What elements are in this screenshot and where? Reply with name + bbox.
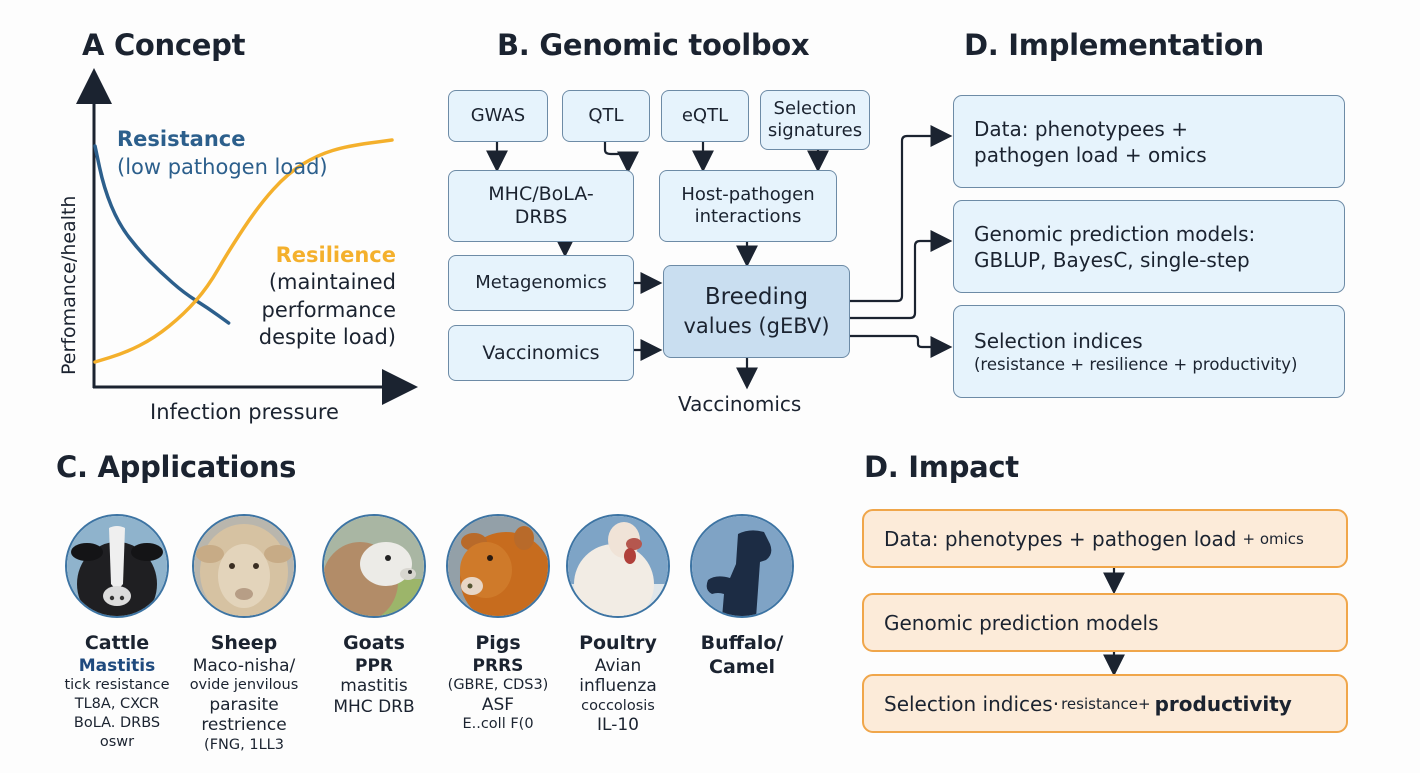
animal-disease: Maco-nisha/ [192,655,296,676]
animal-detail: parasite [209,694,279,715]
impact-indices-box: Selection indices· resistance+ productiv… [862,674,1348,733]
impact-indices-bold: productivity [1154,691,1292,716]
host-pathogen-line2: interactions [694,206,802,227]
panel-d-impact-title: D. Impact [864,450,1019,484]
impact-data-text: Data: phenotypes + pathogen load [884,526,1237,551]
cattle-icon [65,514,169,618]
animal-detail: restrience [201,715,287,736]
arrow-breeding-models [850,230,953,320]
resistance-sublabel: (low pathogen load) [117,155,328,180]
arrow-breeding-indices [850,334,953,358]
eqtl-box: eQTL [661,90,749,142]
animal-name: Pigs [475,632,521,654]
vaccinomics-box: Vaccinomics [448,325,634,381]
resilience-annotation: Resilience (maintained performance despi… [236,242,396,351]
selection-signatures-line2: signatures [767,120,863,141]
animal-detail: (GBRE, CDS3) [447,677,549,694]
mhc-bola-box: MHC/BoLA- DRBS [448,170,634,242]
x-axis-label: Infection pressure [150,400,339,424]
animal-disease: Camel [709,655,775,678]
resistance-label: Resistance [117,127,246,151]
selection-signatures-line1: Selection [773,98,857,120]
animal-buffalo-camel: Buffalo/Camel [682,514,802,680]
buffalo-camel-icon [690,514,794,618]
impact-models-box: Genomic prediction models [862,593,1348,652]
breeding-values-box: Breeding values (gEBV) [663,265,850,358]
animal-detail: influenza [579,676,657,697]
animal-detail: E..coll F(0 [462,716,534,733]
panel-b-title: B. Genomic toolbox [497,28,810,62]
animal-name: Goats [343,632,405,654]
breeding-values-line1: Breeding [704,283,809,310]
animal-disease: Avian [594,655,642,676]
animal-name: Poultry [579,632,657,654]
animal-disease: Mastitis [78,655,156,676]
breeding-values-line2: values (gEBV) [683,313,830,338]
implementation-data-line1: Data: phenotypees + [974,116,1188,141]
animal-detail: coccolosis [581,697,655,714]
implementation-models-box: Genomic prediction models: GBLUP, BayesC… [953,200,1345,293]
impact-data-box: Data: phenotypes + pathogen load + omics [862,509,1348,568]
implementation-indices-box: Selection indices (resistance + resilien… [953,305,1345,398]
metagenomics-box: Metagenomics [448,255,634,311]
animal-detail: (FNG, 1LL3 [204,736,284,753]
animal-name: Cattle [84,632,150,654]
resistance-annotation: Resistance (low pathogen load) [117,125,328,182]
gwas-box: GWAS [448,90,548,142]
impact-data-tail: + omics [1242,529,1304,548]
animal-detail: ovide jenvilous [189,677,299,694]
panel-a-title: A Concept [82,28,246,62]
implementation-models-line2: GBLUP, BayesC, single-step [974,247,1250,272]
impact-models-text: Genomic prediction models [884,610,1159,635]
panel-d-implementation-title: D. Implementation [964,28,1264,62]
impact-indices-text: Selection indices· [884,691,1060,716]
pig-icon [446,514,550,618]
implementation-data-line2: pathogen load + omics [974,142,1207,167]
animal-detail: IL-10 [597,715,639,736]
animal-detail: tick resistance [64,677,170,694]
animal-detail: mastitis [340,676,408,697]
panel-c-title: C. Applications [56,450,297,484]
implementation-indices-line2: (resistance + resilience + productivity) [974,354,1298,374]
resilience-sublabel-2: performance [261,297,397,322]
implementation-data-box: Data: phenotypees + pathogen load + omic… [953,95,1345,188]
poultry-icon [566,514,670,618]
goat-icon [322,514,426,618]
resilience-sublabel-1: (maintained [268,270,396,295]
animal-disease: PPR [354,655,393,676]
animal-detail: BoLA. DRBS oswr [73,714,161,750]
qtl-box: QTL [562,90,650,142]
resilience-label: Resilience [275,243,396,267]
host-pathogen-line1: Host-pathogen [681,184,815,206]
animal-detail: MHC DRB [333,696,415,717]
toolbox-output-label: Vaccinomics [678,392,802,416]
host-pathogen-box: Host-pathogen interactions [659,170,837,242]
mhc-line2: DRBS [514,206,568,228]
animal-name: Buffalo/ [700,632,784,654]
arrow-qtl-mhc [603,140,639,174]
implementation-indices-line1: Selection indices [974,328,1143,353]
sheep-icon [192,514,296,618]
animal-detail: TL8A, CXCR [74,695,160,712]
arrow-breeding-data [850,125,953,303]
mhc-line1: MHC/BoLA- [488,183,594,206]
series-resilience-line [93,138,394,364]
implementation-models-line1: Genomic prediction models: [974,221,1256,246]
resilience-sublabel-3: despite load) [258,324,396,349]
impact-indices-small: resistance+ [1061,694,1151,713]
animal-detail: ASF [481,694,515,715]
animal-name: Sheep [210,632,278,654]
selection-signatures-box: Selection signatures [760,90,870,150]
animal-disease: PRRS [472,655,524,676]
